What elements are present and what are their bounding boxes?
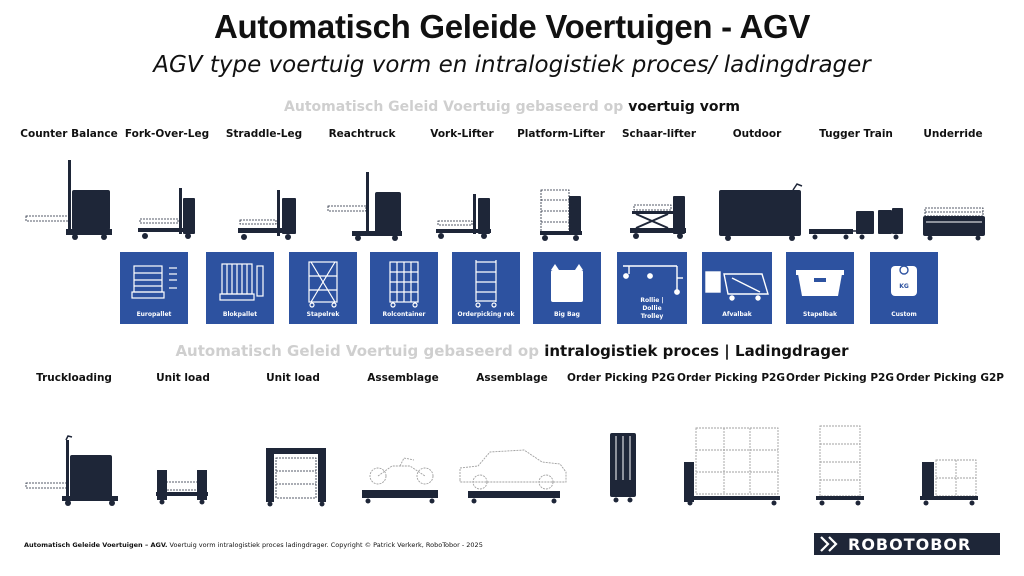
- process-type-label: Order Picking P2G: [567, 372, 675, 384]
- schaar-lifter-agv-icon: [630, 196, 686, 239]
- load-carrier-label: Blokpallet: [222, 311, 258, 318]
- process-type-label: Unit load: [266, 372, 320, 384]
- orderpicking-rek-icon: [475, 260, 497, 308]
- process-type-label: Order Picking G2P: [896, 372, 1004, 384]
- europallet-icon: [131, 265, 177, 299]
- unit-load-agv-icon: [156, 470, 208, 505]
- order-picking-p2g-agv-icon: [816, 425, 864, 506]
- page-title: Automatisch Geleide Voertuigen - AGV: [213, 8, 811, 45]
- underride-agv-icon: [923, 207, 985, 241]
- vehicle-type-label: Outdoor: [732, 128, 782, 140]
- load-carrier-label: Orderpicking rek: [457, 311, 515, 318]
- stapelbak-icon: [796, 270, 844, 296]
- truckloading-agv-icon: [25, 435, 118, 506]
- page-subtitle: AGV type voertuig vorm en intralogistiek…: [153, 52, 871, 78]
- load-carrier-label: Stapelbak: [803, 311, 837, 318]
- tugger-train-agv-icon: [809, 208, 903, 240]
- vehicle-type-label: Underride: [923, 128, 983, 140]
- section-heading-process: Automatisch Geleid Voertuig gebaseerd op…: [0, 342, 1024, 360]
- load-carrier-label: Afvalbak: [722, 311, 752, 318]
- vehicle-type-label: Platform-Lifter: [517, 128, 605, 140]
- process-type-label: Truckloading: [36, 372, 112, 384]
- logo-wordmark: ROBOTOBOR: [848, 535, 972, 554]
- rolcontainer-icon: [389, 261, 419, 308]
- vehicle-type-label: Reachtruck: [328, 128, 396, 140]
- process-type-label: Unit load: [156, 372, 210, 384]
- vehicle-type-label: Fork-Over-Leg: [124, 128, 210, 140]
- assemblage-car-icon: [459, 449, 567, 504]
- load-carrier-label: Rollie | Dollie Trolley: [640, 297, 664, 320]
- big-bag-icon: [551, 264, 583, 302]
- weight-kg-icon: [891, 265, 917, 296]
- straddle-leg-agv-icon: [238, 190, 296, 240]
- process-type-label: Order Picking P2G: [786, 372, 894, 384]
- load-carrier-label: Stapelrek: [306, 311, 340, 318]
- footer-text: Voertuig vorm intralogistiek proces ladi…: [167, 541, 483, 549]
- load-carrier-orderpicking-rek: Orderpicking rek: [452, 252, 520, 324]
- blokpallet-icon: [219, 263, 264, 301]
- vehicle-type-label: Counter Balance: [20, 128, 118, 140]
- section-heading-strong: intralogistiek proces | Ladingdrager: [544, 342, 849, 360]
- outdoor-agv-icon: [719, 183, 803, 241]
- process-type-label: Order Picking P2G: [677, 372, 785, 384]
- robotobor-logo: ROBOTOBOR: [814, 533, 1000, 555]
- order-picking-p2g-agv-icon: [610, 433, 636, 503]
- load-carrier-label: Europallet: [136, 311, 172, 318]
- load-carrier-label: Big Bag: [554, 311, 580, 318]
- load-carrier-big-bag: Big Bag: [533, 252, 601, 324]
- footer-copyright: Automatisch Geleide Voertuigen – AGV. Vo…: [24, 541, 483, 549]
- vork-lifter-agv-icon: [436, 194, 491, 239]
- load-carrier-europallet: Europallet: [120, 252, 188, 324]
- load-carrier-trolley: Rollie | Dollie Trolley: [617, 252, 687, 324]
- load-carrier-afvalbak: Afvalbak: [702, 252, 772, 324]
- order-picking-g2p-agv-icon: [920, 459, 978, 506]
- vehicle-type-label: Schaar-lifter: [621, 128, 697, 140]
- robotobor-mark-icon: [820, 536, 838, 552]
- order-picking-p2g-agv-icon: [684, 427, 780, 506]
- vehicle-type-label: Straddle-Leg: [225, 128, 303, 140]
- load-carrier-stapelrek: Stapelrek: [289, 252, 357, 324]
- stapelrek-icon: [308, 261, 338, 308]
- section-heading-vehicle-shape: Automatisch Geleid Voertuig gebaseerd op…: [0, 99, 1024, 115]
- afvalbak-icon: [705, 271, 769, 301]
- load-carrier-custom: KG Custom: [870, 252, 938, 324]
- unit-load-agv-icon: [266, 448, 326, 507]
- reachtruck-agv-icon: [327, 172, 402, 241]
- platform-lifter-agv-icon: [540, 189, 582, 241]
- vehicle-type-label: Vork-Lifter: [430, 128, 494, 140]
- fork-over-leg-agv-icon: [138, 188, 195, 239]
- assemblage-motorcycle-icon: [362, 457, 438, 504]
- load-carrier-label: Rolcontainer: [382, 311, 426, 318]
- load-carrier-stapelbak: Stapelbak: [786, 252, 854, 324]
- trolley-icon: [623, 265, 683, 295]
- load-carrier-rolcontainer: Rolcontainer: [370, 252, 438, 324]
- section-heading-muted: Automatisch Geleid Voertuig gebaseerd op: [284, 99, 624, 115]
- vehicle-type-label: Tugger Train: [819, 128, 893, 140]
- section-heading-strong: voertuig vorm: [628, 99, 740, 115]
- process-type-label: Assemblage: [367, 372, 439, 384]
- weight-kg-badge: KG: [899, 283, 909, 290]
- process-type-label: Assemblage: [476, 372, 548, 384]
- load-carrier-blokpallet: Blokpallet: [206, 252, 274, 324]
- counter-balance-agv-icon: [25, 160, 112, 240]
- section-heading-muted: Automatisch Geleid Voertuig gebaseerd op: [175, 342, 539, 360]
- footer-bold: Automatisch Geleide Voertuigen – AGV.: [24, 541, 168, 549]
- load-carrier-label: Custom: [891, 311, 917, 318]
